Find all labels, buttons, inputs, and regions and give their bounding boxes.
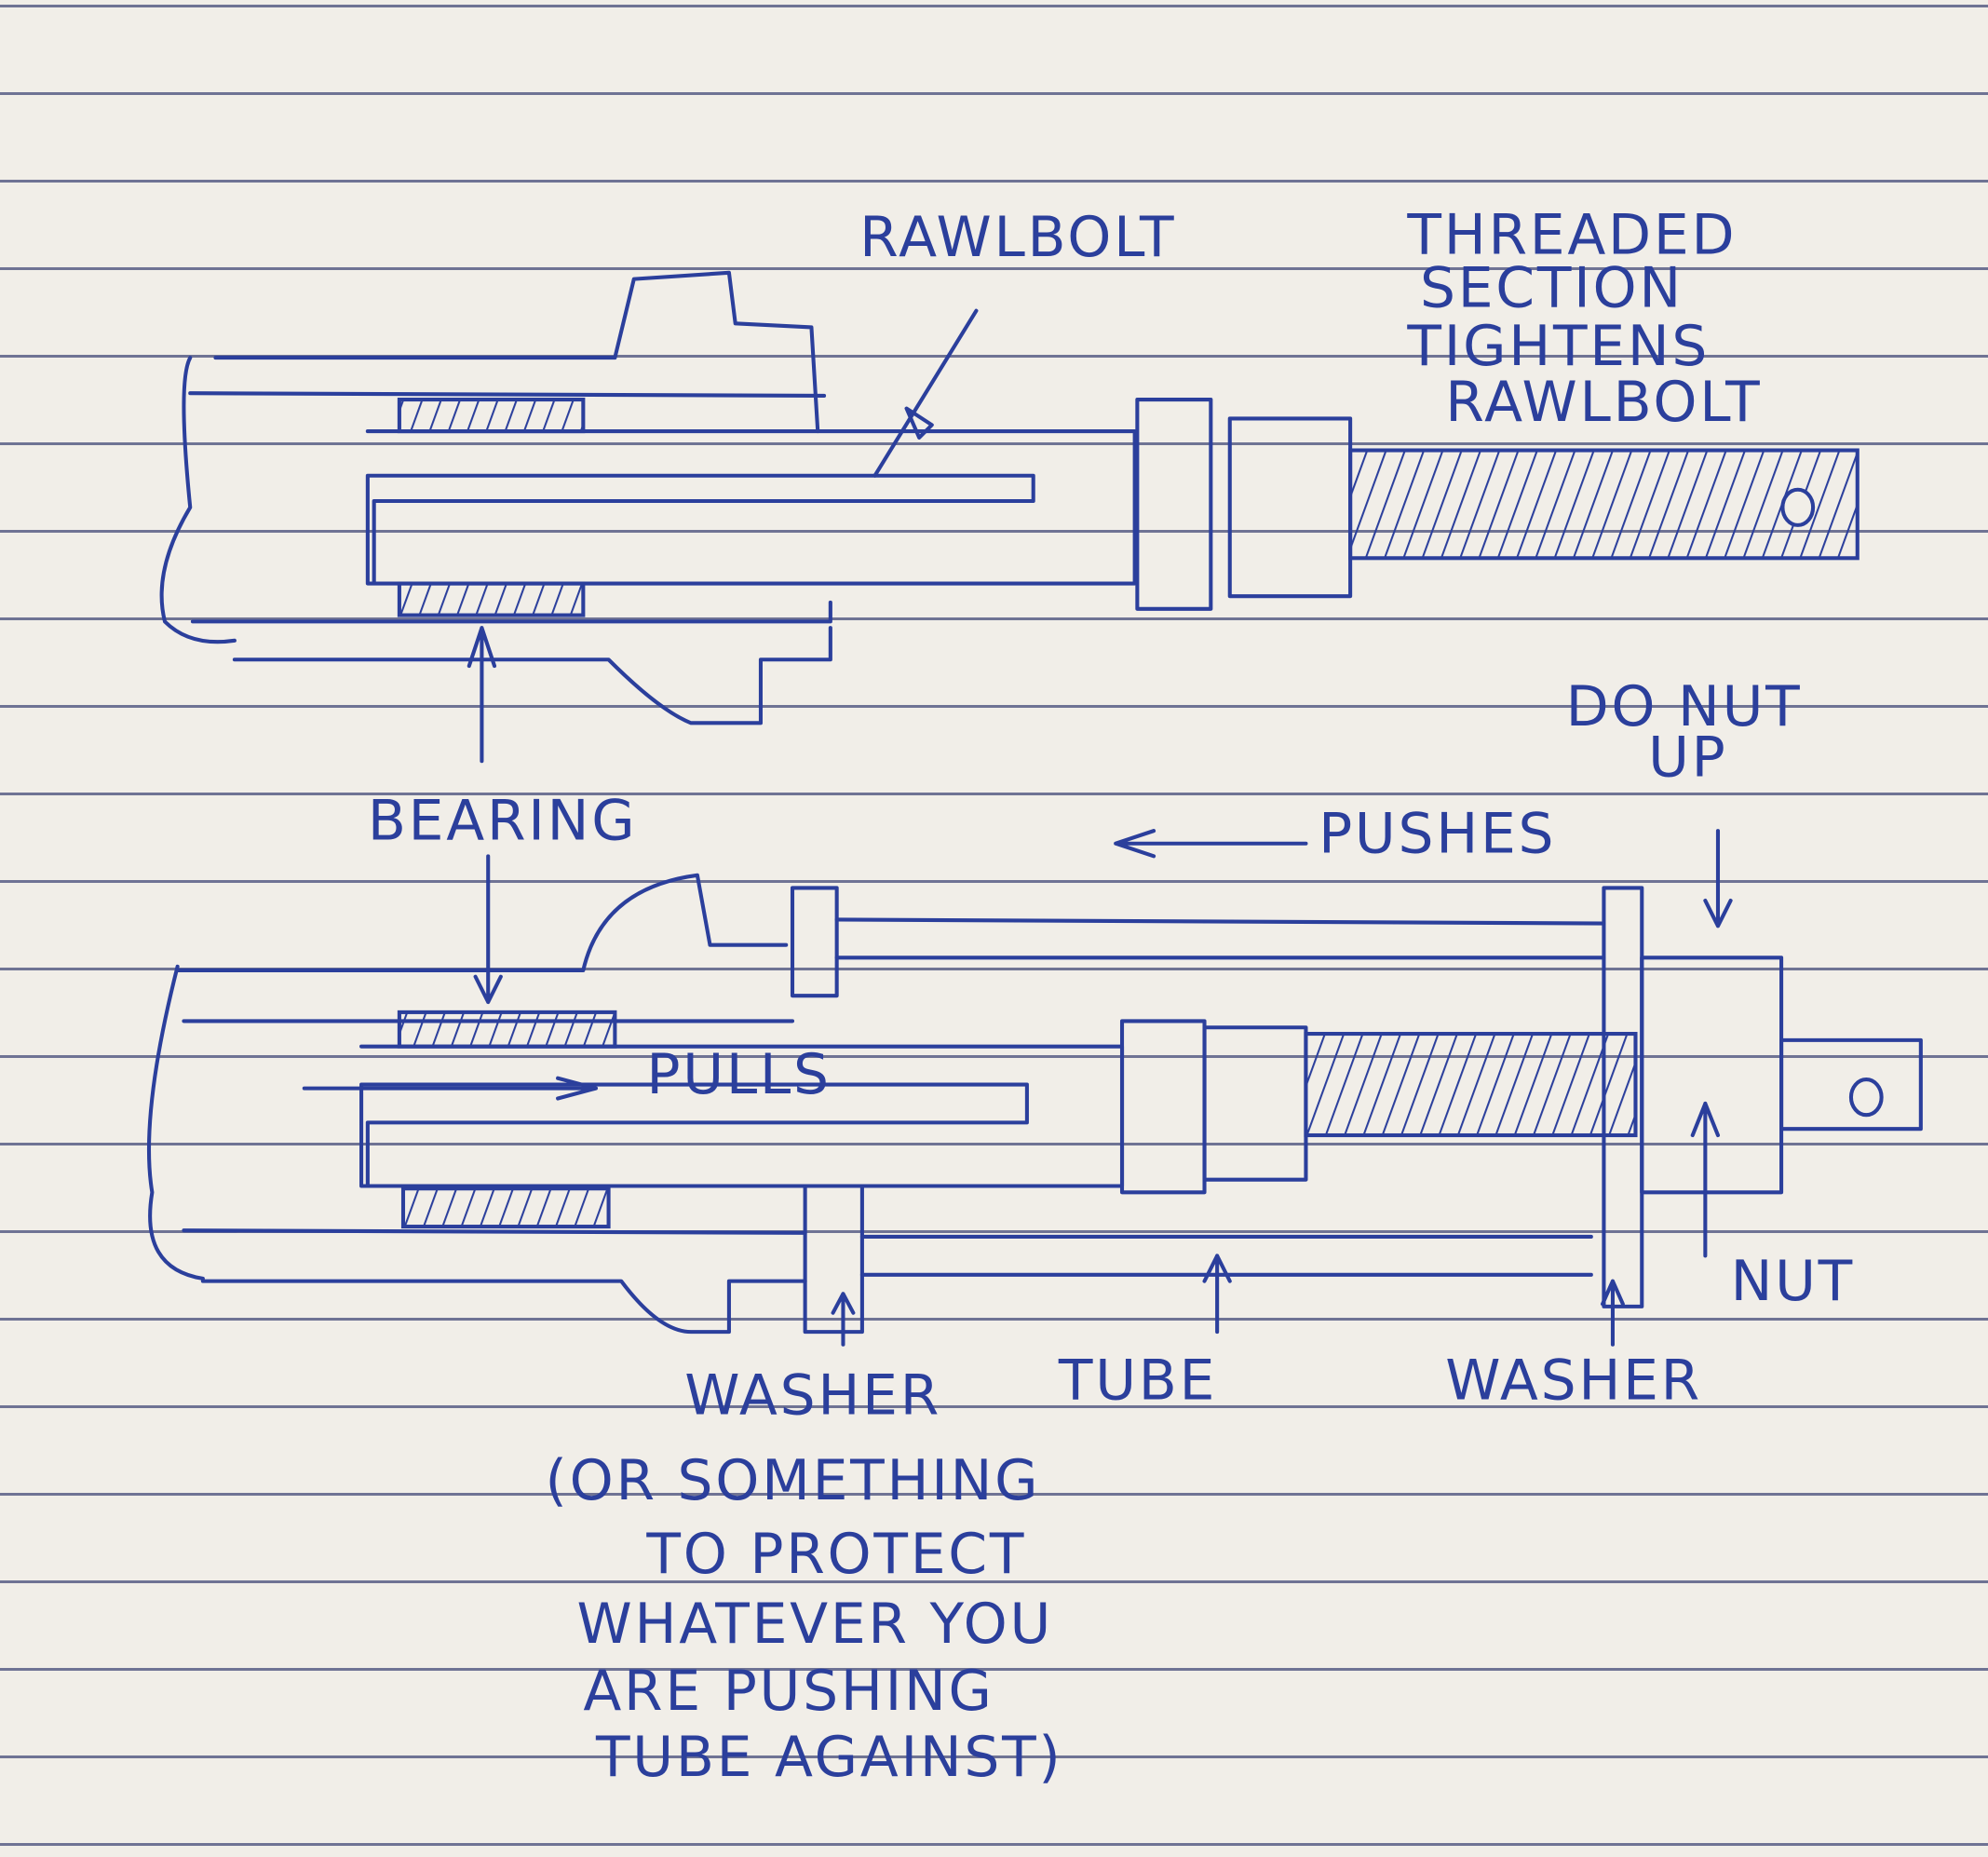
label-washer-left: WASHER	[684, 1363, 941, 1429]
rawlbolt-arrow	[872, 308, 979, 478]
top-assembly	[159, 270, 1860, 764]
washer-right-arrow	[1601, 1279, 1625, 1347]
wall-outline-top	[159, 270, 832, 725]
label-tube: TUBE	[1058, 1348, 1217, 1413]
label-up: UP	[1648, 725, 1727, 791]
rawlbolt-body	[365, 429, 1137, 586]
bearing-arrow-up	[467, 626, 497, 764]
label-pulls: PULLS	[646, 1042, 831, 1107]
nut-bottom	[1119, 1019, 1207, 1195]
label-threaded-3: TIGHTENS	[1406, 314, 1710, 379]
spacer-top	[1227, 416, 1353, 599]
nut-top	[1135, 397, 1213, 611]
rod-hole-bottom	[1848, 1078, 1884, 1118]
washer-left-lower	[803, 1184, 864, 1335]
washer-note-2: TO PROTECT	[645, 1522, 1026, 1587]
label-washer-right: WASHER	[1445, 1348, 1702, 1413]
bottom-assembly	[146, 829, 1923, 1347]
washer-note-3: WHATEVER YOU	[577, 1592, 1053, 1657]
pulls-arrow	[302, 1076, 598, 1101]
do-nut-up-arrow	[1703, 829, 1733, 928]
bearing-bottom-lower	[400, 1186, 611, 1229]
washer-note-4: ARE PUSHING	[583, 1659, 994, 1724]
bearing-top-upper	[397, 397, 586, 434]
label-do-nut: DO NUT	[1566, 674, 1803, 739]
washer-left-upper	[790, 886, 839, 998]
label-threaded-4: RAWLBOLT	[1445, 370, 1762, 435]
threaded-rod-bottom	[1304, 1032, 1638, 1138]
rod-end	[1779, 1037, 1923, 1132]
rod-hole-top	[1780, 487, 1816, 527]
threaded-rod-top	[1348, 448, 1860, 561]
nut-end	[1640, 956, 1784, 1195]
label-nut: NUT	[1731, 1249, 1855, 1314]
bearing-arrow-down	[473, 854, 503, 1005]
label-bearing: BEARING	[368, 789, 637, 854]
label-threaded-1: THREADED	[1406, 202, 1737, 267]
pushes-arrow	[1114, 829, 1308, 859]
nut-arrow	[1690, 1101, 1721, 1258]
bearing-bottom-upper	[397, 1010, 617, 1049]
label-pushes: PUSHES	[1319, 801, 1556, 866]
label-rawlbolt: RAWLBOLT	[859, 205, 1176, 270]
washer-note-1: (OR SOMETHING	[545, 1448, 1040, 1513]
washer-note-5: TUBE AGAINST)	[595, 1725, 1063, 1790]
label-threaded-2: SECTION	[1420, 256, 1684, 321]
tube	[834, 917, 1606, 1277]
bearing-top-lower	[397, 581, 586, 617]
tube-arrow	[1202, 1254, 1232, 1335]
spacer-bottom	[1202, 1025, 1308, 1182]
washer-left-arrow	[831, 1292, 856, 1347]
